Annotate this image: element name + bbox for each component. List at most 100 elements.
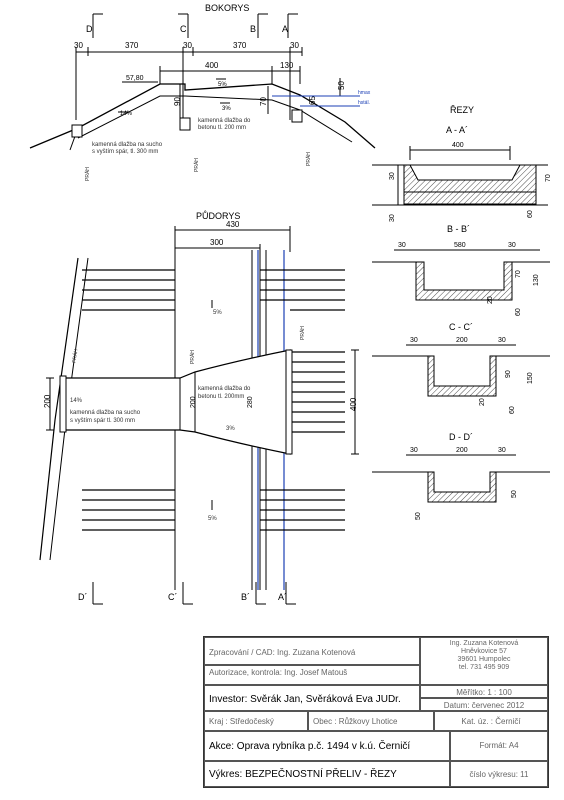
section-bb: B - B´ 30 580 30 70 130 20 60 — [372, 224, 550, 316]
svg-text:kamenná dlažba na sucho: kamenná dlažba na sucho — [92, 142, 163, 148]
svg-text:PRÁH: PRÁH — [70, 348, 79, 363]
region: Kraj : Středočeský — [204, 711, 308, 731]
svg-text:betonu tl. 200 mm: betonu tl. 200 mm — [198, 125, 246, 131]
svg-text:A - A´: A - A´ — [446, 125, 468, 135]
municipality: Obec : Růžkovy Lhotice — [308, 711, 434, 731]
section-marker-a-prime: A´ — [278, 582, 296, 605]
svg-text:430: 430 — [226, 220, 240, 229]
svg-text:30: 30 — [389, 214, 396, 222]
svg-text:60: 60 — [509, 406, 516, 414]
svg-text:30: 30 — [498, 447, 506, 454]
svg-text:A: A — [282, 24, 288, 34]
svg-text:A´: A´ — [278, 592, 287, 602]
side-view-title: BOKORYS — [205, 3, 249, 13]
sections: ŘEZY A - A´ 400 30 30 70 60 B - B´ 30 58… — [372, 105, 552, 520]
svg-text:PRÁH: PRÁH — [299, 326, 306, 340]
svg-text:65: 65 — [308, 96, 317, 105]
svg-text:D´: D´ — [78, 592, 88, 602]
svg-text:B - B´: B - B´ — [447, 224, 470, 234]
svg-text:B: B — [250, 24, 256, 34]
svg-text:20: 20 — [487, 296, 494, 304]
action: Akce: Oprava rybníka p.č. 1494 v k.ú. Če… — [204, 731, 450, 761]
svg-text:30: 30 — [290, 41, 299, 50]
svg-text:130: 130 — [533, 274, 540, 286]
svg-text:kamenná dlažba do: kamenná dlažba do — [198, 118, 251, 124]
svg-text:B´: B´ — [241, 592, 250, 602]
side-view: BOKORYS D C B A 30 370 30 370 30 400 — [29, 3, 376, 181]
svg-text:kamenná dlažba do: kamenná dlažba do — [198, 386, 251, 392]
date: Datum: červenec 2012 — [420, 698, 548, 711]
plan-view: PŮDORYS 430 300 — [39, 210, 359, 605]
svg-text:kamenná dlažba na sucho: kamenná dlažba na sucho — [70, 410, 141, 416]
svg-text:400: 400 — [349, 397, 358, 411]
svg-text:30: 30 — [410, 447, 418, 454]
svg-text:30: 30 — [508, 242, 516, 249]
svg-text:5%: 5% — [208, 516, 217, 522]
svg-text:50: 50 — [415, 512, 422, 520]
svg-text:5%: 5% — [213, 310, 222, 316]
svg-text:14%: 14% — [120, 111, 133, 117]
scale: Měřítko: 1 : 100 — [420, 685, 548, 698]
svg-text:C´: C´ — [168, 592, 178, 602]
svg-text:20: 20 — [479, 398, 486, 406]
plan-view-title: PŮDORYS — [196, 210, 240, 221]
svg-text:200: 200 — [43, 394, 52, 408]
svg-text:30: 30 — [183, 41, 192, 50]
svg-text:200: 200 — [456, 447, 468, 454]
svg-text:PRÁH: PRÁH — [305, 152, 312, 166]
svg-text:s vyštím spár tl. 300 mm: s vyštím spár tl. 300 mm — [70, 418, 135, 424]
svg-text:C: C — [180, 24, 187, 34]
svg-text:400: 400 — [205, 61, 219, 70]
svg-text:50: 50 — [511, 490, 518, 498]
svg-text:130: 130 — [280, 61, 294, 70]
sections-title: ŘEZY — [450, 105, 474, 115]
svg-text:5%: 5% — [218, 82, 227, 88]
svg-text:PRÁH: PRÁH — [193, 158, 200, 172]
svg-text:200: 200 — [190, 396, 197, 408]
section-marker-d-prime: D´ — [78, 582, 103, 605]
cadastre: Kat. úz. : Černičí — [434, 711, 548, 731]
svg-text:300: 300 — [210, 238, 224, 247]
section-marker-c-prime: C´ — [168, 582, 193, 605]
svg-text:60: 60 — [515, 308, 522, 316]
svg-text:580: 580 — [454, 242, 466, 249]
authorized-by: Autorizace, kontrola: Ing. Josef Matouš — [204, 665, 420, 685]
section-dd: D - D´ 30 200 30 50 50 — [372, 432, 550, 520]
svg-text:D: D — [86, 24, 93, 34]
svg-text:57,80: 57,80 — [126, 75, 144, 82]
section-marker-d: D — [86, 13, 103, 38]
section-cc: C - C´ 30 200 30 90 150 20 60 — [372, 322, 550, 414]
svg-text:30: 30 — [398, 242, 406, 249]
svg-text:150: 150 — [527, 372, 534, 384]
svg-text:3%: 3% — [226, 426, 235, 432]
section-marker-b-prime: B´ — [241, 582, 266, 605]
svg-text:30: 30 — [410, 337, 418, 344]
svg-text:280: 280 — [247, 396, 254, 408]
svg-text:30: 30 — [389, 172, 396, 180]
svg-text:90: 90 — [173, 97, 182, 106]
svg-text:3%: 3% — [222, 106, 231, 112]
svg-text:370: 370 — [233, 41, 247, 50]
drawing-number: číslo výkresu: 11 — [450, 761, 548, 787]
section-marker-a: A — [282, 13, 298, 38]
drawing-title: Výkres: BEZPEČNOSTNÍ PŘELIV - ŘEZY — [204, 761, 450, 787]
svg-text:70: 70 — [515, 270, 522, 278]
svg-text:PRÁH: PRÁH — [189, 350, 196, 364]
section-aa: A - A´ 400 30 30 70 60 — [372, 125, 552, 222]
svg-text:14%: 14% — [70, 398, 83, 404]
svg-text:betonu tl. 200mm: betonu tl. 200mm — [198, 394, 244, 400]
svg-text:90: 90 — [505, 370, 512, 378]
section-marker-c: C — [178, 13, 189, 38]
svg-text:30: 30 — [74, 41, 83, 50]
svg-text:70: 70 — [545, 174, 552, 182]
svg-text:400: 400 — [452, 142, 464, 149]
svg-text:PRÁH: PRÁH — [84, 167, 91, 181]
svg-text:30: 30 — [498, 337, 506, 344]
svg-text:50: 50 — [337, 81, 346, 90]
prepared-by: Zpracování / CAD: Ing. Zuzana Kotenová — [204, 637, 420, 665]
title-block: Zpracování / CAD: Ing. Zuzana Kotenová A… — [203, 636, 549, 788]
svg-text:hmax: hmax — [358, 90, 371, 96]
svg-text:370: 370 — [125, 41, 139, 50]
